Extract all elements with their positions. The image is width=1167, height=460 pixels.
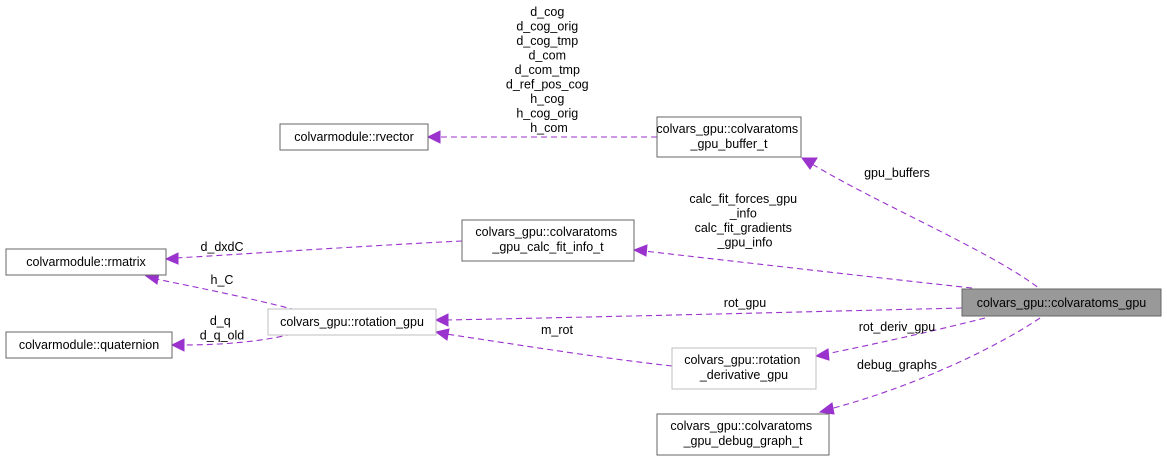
edge-d-q [170, 333, 293, 352]
label-line: d_com_tmp [515, 63, 580, 77]
edge-label-rvector-members: d_cog d_cog_orig d_cog_tmp d_com d_com_t… [506, 5, 592, 135]
node-label-line: _gpu_calc_fit_info_t [491, 240, 604, 254]
arrowhead [434, 313, 449, 327]
edge-line [825, 317, 986, 355]
node-label-line: _gpu_buffer_t [690, 137, 768, 151]
node-box [5, 248, 167, 276]
node-gpu-buffer[interactable]: colvars_gpu::colvaratoms _gpu_buffer_t [656, 116, 802, 158]
edge-line [445, 307, 963, 321]
node-rotation-derivative[interactable]: colvars_gpu::rotation _derivative_gpu [671, 347, 817, 390]
node-rvector[interactable]: colvarmodule::rvector [279, 123, 429, 151]
node-box [656, 116, 802, 158]
label-line: d_q_old [200, 329, 245, 343]
node-rotation-gpu[interactable]: colvars_gpu::rotation_gpu [267, 308, 437, 336]
label-line: d_cog [530, 5, 564, 19]
node-label-line: colvars_gpu::rotation [684, 353, 800, 367]
label-line: h_C [211, 273, 234, 287]
node-label-line: _derivative_gpu [699, 368, 788, 382]
node-calc-fit-info[interactable]: colvars_gpu::colvaratoms _gpu_calc_fit_i… [461, 219, 635, 262]
label-line: _gpu_info [717, 236, 773, 250]
edge-gpu-buffers [801, 157, 1046, 294]
edge-line [175, 240, 463, 259]
edge-calc-fit-info [632, 244, 973, 289]
arrowhead [632, 244, 648, 257]
node-label: colvars_gpu::colvaratoms _gpu_buffer_t [656, 122, 801, 151]
arrowhead [818, 402, 835, 415]
edge-line [829, 317, 1041, 410]
label-line: h_cog_orig [516, 107, 578, 121]
arrowhead [164, 252, 179, 265]
edge-label-gpu-buffers: gpu_buffers [864, 166, 930, 180]
node-label-line: colvars_gpu::colvaratoms [670, 419, 812, 433]
node-rmatrix[interactable]: colvarmodule::rmatrix [5, 248, 167, 276]
edge-line [181, 333, 293, 346]
edge-labels: d_cog d_cog_orig d_cog_tmp d_com d_com_t… [200, 5, 937, 372]
edge-label-calc-fit: calc_fit_forces_gpu _info calc_fit_gradi… [689, 192, 800, 250]
edge-rot-gpu [434, 307, 963, 327]
label-line: d_cog_tmp [516, 34, 578, 48]
node-label: colvarmodule::rmatrix [26, 255, 146, 269]
node-box [461, 219, 635, 262]
label-line: d_com [528, 49, 566, 63]
edge-rvector-members [426, 130, 658, 144]
node-box [671, 347, 817, 390]
label-line: rot_deriv_gpu [859, 320, 935, 334]
node-debug-graph[interactable]: colvars_gpu::colvaratoms _gpu_debug_grap… [656, 413, 830, 456]
arrowhead [434, 328, 450, 341]
node-label: colvars_gpu::rotation _derivative_gpu [684, 353, 804, 382]
node-box [656, 413, 830, 456]
edge-label-d-q: d_q d_q_old [200, 314, 245, 343]
node-label-line: _gpu_debug_graph_t [683, 434, 803, 448]
node-colvaratoms-gpu[interactable]: colvars_gpu::colvaratoms_gpu [961, 288, 1162, 317]
label-line: d_cog_orig [516, 20, 578, 34]
label-line: calc_fit_forces_gpu [689, 192, 797, 206]
edge-line [445, 333, 673, 367]
edge-label-h-c: h_C [211, 273, 234, 287]
edge-label-rot-gpu: rot_gpu [724, 296, 766, 310]
label-line: gpu_buffers [864, 166, 930, 180]
edge-label-d-dxdc: d_dxdC [200, 240, 243, 254]
edge-label-debug-graphs: debug_graphs [857, 358, 937, 372]
node-label: colvars_gpu::colvaratoms _gpu_calc_fit_i… [475, 225, 620, 254]
edge-label-m-rot: m_rot [541, 323, 573, 337]
node-box [279, 123, 429, 151]
edge-m-rot [434, 328, 673, 367]
label-line: d_q [210, 314, 231, 328]
edge-d-dxdc [164, 240, 463, 265]
node-quaternion[interactable]: colvarmodule::quaternion [5, 331, 173, 359]
node-label: colvars_gpu::rotation_gpu [280, 315, 424, 329]
edge-debug-graphs [818, 317, 1041, 415]
label-line: m_rot [541, 323, 573, 337]
label-line: debug_graphs [857, 358, 937, 372]
arrowhead [814, 348, 830, 361]
node-label: colvarmodule::quaternion [19, 338, 159, 352]
label-line: calc_fit_gradients [695, 221, 792, 235]
node-box [5, 331, 173, 359]
node-label: colvars_gpu::colvaratoms _gpu_debug_grap… [670, 419, 815, 448]
nodes: colvars_gpu::colvaratoms_gpu colvarmodul… [5, 116, 1162, 456]
label-line: h_cog [530, 92, 564, 106]
node-box [267, 308, 437, 336]
edge-line [643, 250, 973, 289]
node-label: colvarmodule::rvector [294, 130, 414, 144]
edge-line [155, 278, 297, 311]
edge-rot-deriv-gpu [814, 317, 986, 361]
arrowhead [170, 338, 185, 352]
label-line: d_dxdC [200, 240, 243, 254]
label-line: rot_gpu [724, 296, 766, 310]
edge-line [811, 163, 1046, 294]
label-line: h_com [530, 121, 568, 135]
node-label-line: colvars_gpu::colvaratoms [656, 122, 798, 136]
node-label: colvars_gpu::colvaratoms_gpu [977, 296, 1147, 310]
edges [144, 130, 1046, 415]
node-box [961, 288, 1162, 317]
node-label-line: colvars_gpu::colvaratoms [475, 225, 617, 239]
arrowhead [801, 157, 818, 170]
label-line: _info [729, 207, 757, 221]
label-line: d_ref_pos_cog [506, 78, 589, 92]
edge-label-rot-deriv-gpu: rot_deriv_gpu [859, 320, 935, 334]
arrowhead [426, 130, 441, 144]
